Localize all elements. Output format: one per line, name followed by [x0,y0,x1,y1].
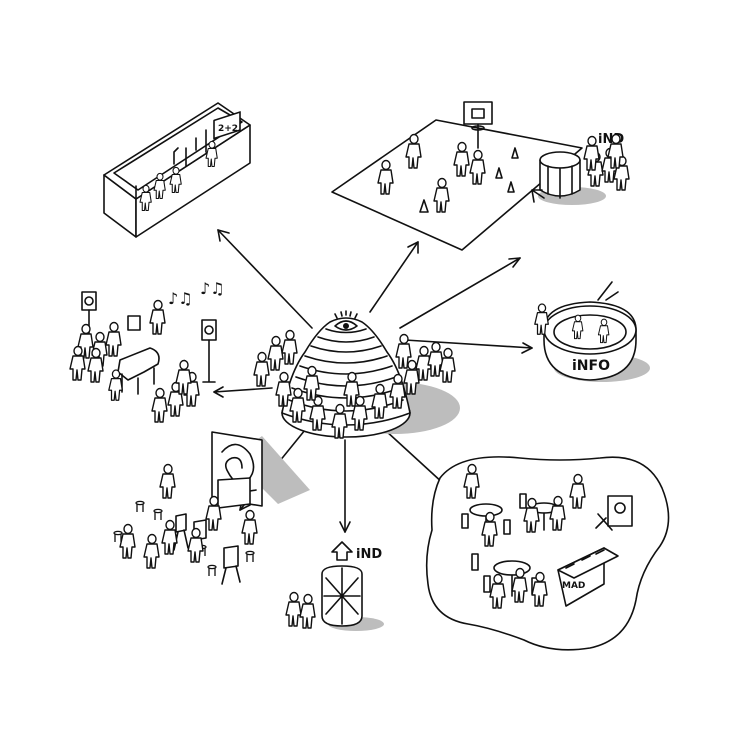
svg-text:♪♫: ♪♫ [200,279,225,298]
arrow-to-pod [339,439,351,533]
up-arrow-icon [331,541,353,561]
speaker-left [81,291,97,341]
central-dome-hub [253,310,460,439]
easels [173,513,241,585]
basketball-hoop [463,101,493,149]
music-crowd [151,359,200,423]
arrow-to-sports-field [369,241,419,313]
dj-booth: MAD [557,495,633,607]
sports-field: iND [331,101,630,251]
training-cones [419,147,519,213]
svg-text:♪♫: ♪♫ [168,289,193,308]
piano [108,347,160,401]
info-ring: iNFO [534,281,650,382]
whiteboard: 2+2 [213,111,241,140]
ind-label-bottom: iND [356,547,382,562]
art-area [113,431,310,585]
cylinder-pod [531,151,606,205]
equipment-text: MAD [562,581,585,591]
pod-area: iND [285,541,384,631]
music-area: ♪♫ ♪♫ ♪ [69,279,225,423]
arrow-to-info-ring [404,339,533,354]
arrow-to-upper-right [399,257,521,329]
pod-capsule [321,565,384,631]
arrow-to-music-area [213,386,273,398]
ring-text: iNFO [572,358,610,374]
arrow-to-classroom [217,229,313,329]
speaker-right [201,319,217,383]
classroom-box: 2+2 [103,102,251,238]
eye-icon [334,310,358,331]
cafe-area: MAD [425,456,670,651]
whiteboard-text: 2+2 [218,124,238,134]
